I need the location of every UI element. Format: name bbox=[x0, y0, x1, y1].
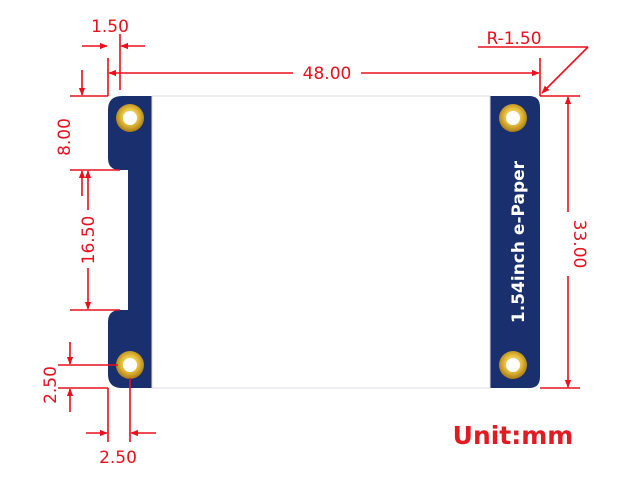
dimension-height: 33.00 bbox=[540, 95, 589, 389]
dimension-width: 48.00 bbox=[107, 58, 541, 96]
display-edge bbox=[151, 95, 491, 389]
mount-hole-bottom-left bbox=[116, 351, 144, 379]
mount-hole-bottom-right bbox=[499, 351, 527, 379]
board-label: 1.54inch e-Paper bbox=[509, 160, 529, 323]
notch-top-offset-label: 8.00 bbox=[55, 118, 75, 156]
pcb-board bbox=[108, 95, 540, 389]
dimension-notch-length: 16.50 bbox=[70, 170, 120, 311]
notch-length-label: 16.50 bbox=[79, 216, 99, 265]
height-label: 33.00 bbox=[569, 220, 589, 269]
hole-offset-left-label: 2.50 bbox=[99, 448, 137, 468]
hole-offset-top-label: 1.50 bbox=[91, 17, 129, 37]
dimension-hole-offset-bottom: 2.50 bbox=[41, 342, 118, 412]
corner-radius-callout: R-1.50 bbox=[478, 29, 589, 94]
unit-label: Unit:mm bbox=[453, 421, 574, 450]
dimension-hole-offset-left: 2.50 bbox=[86, 378, 156, 468]
mount-hole-top-right bbox=[499, 104, 527, 132]
hole-offset-bottom-label: 2.50 bbox=[41, 366, 61, 404]
corner-radius-label: R-1.50 bbox=[486, 29, 541, 49]
mount-hole-top-left bbox=[116, 104, 144, 132]
dimension-notch-top-offset: 8.00 bbox=[55, 70, 120, 196]
display-area bbox=[152, 96, 490, 388]
dimension-hole-offset-top: 1.50 bbox=[82, 17, 145, 90]
width-label: 48.00 bbox=[303, 64, 352, 84]
